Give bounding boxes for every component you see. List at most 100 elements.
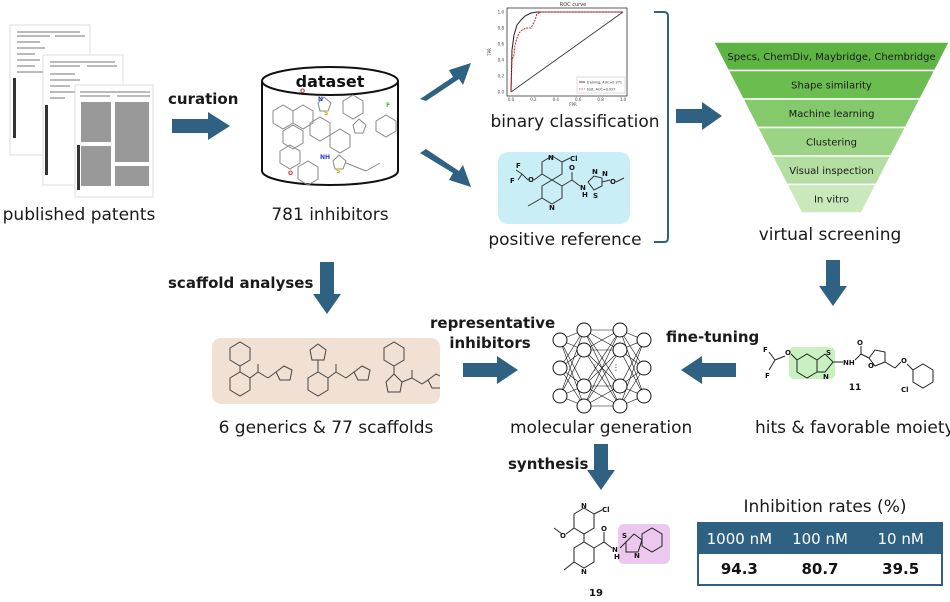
virtual-screening-label: virtual screening — [758, 225, 902, 245]
atom-label: Cl — [901, 386, 909, 394]
positive-reference-structure: N Cl F F O N O N H N N S O — [510, 154, 625, 212]
nn-node — [552, 388, 568, 404]
hits-label: hits & favorable moiety — [755, 418, 950, 438]
arrow-down-screening — [819, 260, 847, 306]
molecular-generation-label: molecular generation — [510, 418, 693, 438]
roc-xtick: 0.0 — [508, 97, 515, 102]
inhibition-header-row: 1000 nM 100 nM 10 nM — [698, 523, 942, 554]
inhibition-value: 80.7 — [779, 554, 861, 585]
nn-node — [612, 342, 628, 358]
roc-ytick: 0.4 — [498, 58, 505, 63]
funnel-layer-label: Clustering — [806, 137, 857, 148]
funnel-layer-label: In vitro — [814, 194, 849, 205]
nn-node — [636, 332, 652, 348]
atom-label: N — [581, 568, 587, 576]
arrow-down-scaffold — [313, 262, 341, 314]
arrow-right-to-generation — [463, 356, 518, 384]
favorable-moiety-highlight-purple — [618, 524, 670, 564]
atom-label: S — [826, 349, 831, 357]
atom-label: N — [581, 502, 587, 510]
inhibition-value-row: 94.3 80.7 39.5 — [698, 554, 942, 585]
roc-xtick: 0.8 — [597, 97, 604, 102]
funnel-layer-label: Shape similarity — [791, 80, 872, 91]
roc-xtick: 0.2 — [530, 97, 537, 102]
nn-edge — [583, 349, 621, 407]
atom-label: N — [549, 204, 555, 212]
atom-label: S — [622, 532, 627, 540]
nn-node — [612, 322, 628, 338]
positive-reference-label: positive reference — [488, 230, 642, 250]
nn-node — [552, 360, 568, 376]
atom-label: O — [300, 88, 305, 95]
arrow-left-fine-tuning — [681, 356, 736, 384]
representative-inhibitors-label: representative inhibitors — [430, 313, 556, 353]
arrow-down-synthesis — [587, 444, 615, 490]
atom-label: S — [593, 192, 598, 200]
atom-label: N — [634, 552, 640, 560]
roc-curve-chart: ROC curve 0.00.00.20.20.40.40.60.60.80.8… — [487, 2, 628, 107]
scaffold-analyses-label: scaffold analyses — [168, 274, 314, 292]
roc-xlabel: FPR — [569, 102, 577, 107]
inhibition-header: 10 nM — [860, 523, 942, 554]
roc-diagonal — [510, 11, 624, 93]
nn-node — [552, 332, 568, 348]
atom-label: N — [612, 546, 618, 554]
arrow-down-right — [420, 149, 471, 187]
scaffold-2 — [307, 343, 371, 397]
funnel-layer-label: Specs, ChemDiv, Maybridge, Chembridge — [727, 52, 935, 63]
nn-edge — [619, 339, 645, 387]
scaffold-result-label: 6 generics & 77 scaffolds — [218, 418, 434, 438]
atom-label: N — [823, 373, 829, 381]
atom-label: N — [318, 96, 323, 103]
nn-node — [576, 322, 592, 338]
nn-edge — [559, 349, 585, 397]
funnel-layer — [785, 183, 878, 214]
scaffold-3 — [383, 341, 440, 393]
roc-ytick: 0.2 — [498, 74, 505, 79]
scaffold-1 — [229, 341, 293, 397]
roc-legend-test: test, AUC=0.927 — [587, 88, 615, 92]
atom-label: N — [580, 184, 586, 192]
compound-19-structure: N Cl O N O N H S N 19 — [553, 502, 663, 599]
atom-label: H — [582, 191, 588, 199]
nn-node — [612, 398, 628, 414]
atom-label: O — [528, 176, 534, 184]
fine-tuning-label: fine-tuning — [666, 328, 760, 346]
representative-line1: representative — [430, 314, 556, 332]
synthesis-label: synthesis — [508, 455, 589, 473]
atom-label: O — [610, 178, 616, 186]
atom-label: F — [516, 162, 521, 170]
roc-ytick: 0.6 — [498, 42, 505, 47]
roc-xtick: 0.6 — [575, 97, 582, 102]
compound-11-id: 11 — [849, 383, 862, 393]
nn-edge — [619, 339, 645, 407]
nn-node — [636, 360, 652, 376]
arrow-right-to-screening — [676, 102, 722, 130]
scaffold-structures — [229, 341, 440, 397]
inhibition-value: 94.3 — [698, 554, 780, 585]
roc-legend-training: training, AUC=0.971 — [587, 81, 622, 85]
dataset-count-label: 781 inhibitors — [271, 205, 389, 225]
nn-edge — [559, 329, 585, 397]
inhibition-table: 1000 nM 100 nM 10 nM 94.3 80.7 39.5 — [697, 522, 943, 586]
patent-documents-illustration — [9, 24, 154, 198]
inhibition-value: 39.5 — [860, 554, 942, 585]
arrow-up-right — [420, 63, 471, 101]
atom-label: Cl — [602, 506, 610, 514]
binary-classification-label: binary classification — [490, 112, 660, 132]
inhibition-header: 100 nM — [779, 523, 861, 554]
inhibition-title: Inhibition rates (%) — [743, 497, 907, 517]
atom-label: O — [901, 357, 907, 365]
funnel-layer-label: Visual inspection — [789, 166, 874, 177]
roc-ylabel: TPR — [487, 48, 492, 57]
atom-label: H — [614, 553, 620, 561]
dataset-cylinder: O N S F NH S O dataset — [261, 66, 399, 186]
nn-edge — [583, 329, 621, 387]
atom-label: F — [763, 346, 768, 354]
roc-ytick: 0.8 — [498, 26, 505, 31]
funnel-layer-label: Machine learning — [789, 109, 875, 120]
nn-ellipsis: ⋮ — [591, 363, 599, 372]
nn-edge — [583, 329, 621, 407]
atom-label: O — [601, 525, 607, 533]
atom-label: NH — [843, 359, 855, 367]
